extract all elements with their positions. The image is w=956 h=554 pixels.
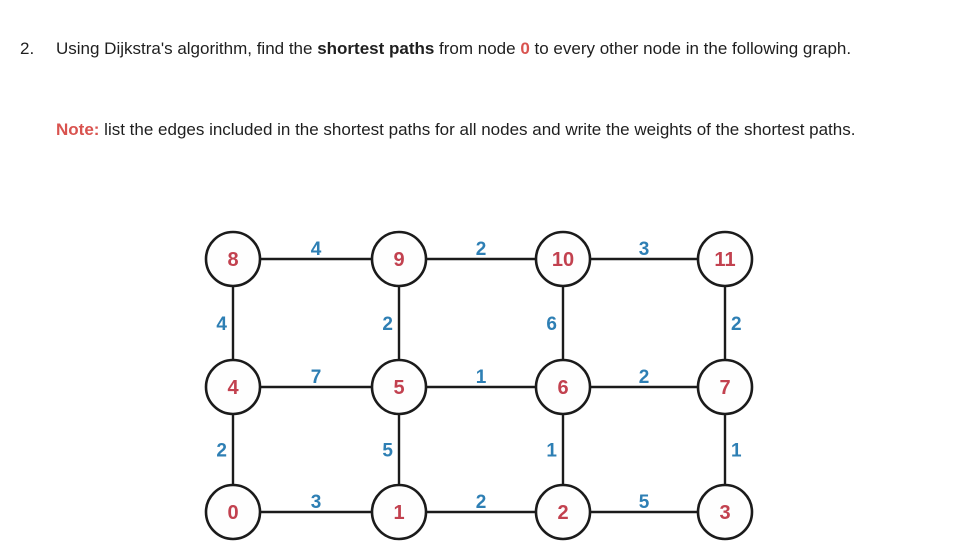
- node-label-7: 7: [719, 377, 730, 399]
- edge-weight-2-3: 5: [639, 492, 650, 513]
- node-label-10: 10: [552, 249, 574, 271]
- node-label-8: 8: [227, 249, 238, 271]
- graph-node-7: [696, 358, 754, 416]
- edge-weight-0-1: 3: [311, 492, 322, 513]
- edge-weight-8-4: 4: [216, 314, 227, 335]
- problem-statement: Using Dijkstra's algorithm, find the sho…: [56, 35, 940, 63]
- edge-weight-10-6: 6: [546, 314, 557, 335]
- edge-weight-1-2: 2: [476, 492, 487, 513]
- edge-weight-9-10: 2: [476, 239, 487, 260]
- edge-weight-5-6: 1: [476, 367, 487, 388]
- node-label-9: 9: [393, 249, 404, 271]
- edge-weight-11-7: 2: [731, 314, 742, 335]
- text-segment: from node: [434, 39, 521, 58]
- graph-node-3: [696, 483, 754, 541]
- graph-node-11: [696, 230, 754, 288]
- graph-node-1: [370, 483, 428, 541]
- graph-node-2: [534, 483, 592, 541]
- node-label-3: 3: [719, 502, 730, 524]
- graph-node-4: [204, 358, 262, 416]
- edge-weight-9-5: 2: [382, 314, 393, 335]
- text-segment: 0: [520, 39, 530, 58]
- graph-node-9: [370, 230, 428, 288]
- text-segment: shortest paths: [317, 39, 435, 58]
- problem-number: 2.: [20, 39, 35, 58]
- node-label-0: 0: [227, 502, 238, 524]
- text-segment: to every other node in the following gra…: [529, 39, 852, 58]
- edge-weight-8-9: 4: [311, 239, 322, 260]
- edge-weight-4-5: 7: [311, 367, 322, 388]
- edge-weight-6-2: 1: [546, 441, 557, 462]
- node-label-11: 11: [714, 249, 735, 271]
- edge-weight-6-7: 2: [639, 367, 650, 388]
- edge-weight-5-1: 5: [382, 441, 393, 462]
- node-label-2: 2: [557, 502, 568, 524]
- note-paragraph: Note: list the edges included in the sho…: [56, 116, 892, 144]
- node-label-1: 1: [393, 502, 404, 524]
- graph-node-5: [370, 358, 428, 416]
- node-label-5: 5: [393, 377, 404, 399]
- text-segment: Using Dijkstra's algorithm, find the: [56, 39, 318, 58]
- edge-weight-4-0: 2: [216, 441, 227, 462]
- graph-node-6: [534, 358, 592, 416]
- graph-node-10: [534, 230, 592, 288]
- graph-node-0: [204, 483, 262, 541]
- graph-node-8: [204, 230, 262, 288]
- edge-weight-10-11: 3: [639, 239, 650, 260]
- edge-weight-7-3: 1: [731, 441, 742, 462]
- node-label-4: 4: [227, 377, 239, 399]
- node-label-6: 6: [557, 377, 568, 399]
- text-segment: Note:: [56, 120, 100, 139]
- text-segment: list the edges included in the shortest …: [99, 120, 856, 139]
